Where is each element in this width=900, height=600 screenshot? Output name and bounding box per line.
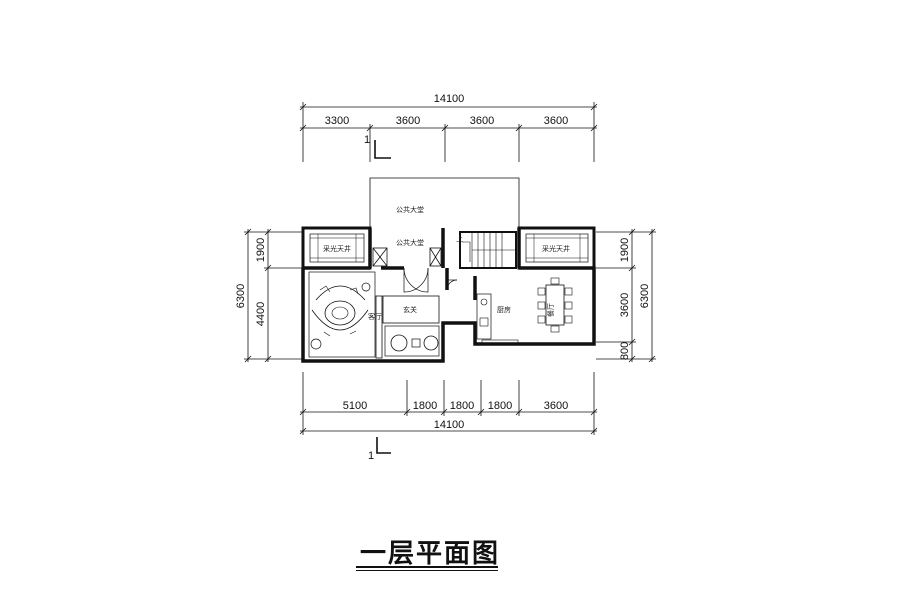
section-label-bottom: 1 (368, 450, 374, 462)
title-underline (356, 566, 498, 568)
public-hall-outline (369, 177, 520, 228)
left-dimension-lines (244, 228, 302, 363)
top-dimension-4: 3600 (544, 115, 568, 127)
bottom-total-dimension: 14100 (434, 419, 465, 431)
service-shafts (372, 247, 442, 267)
right-dimension-2: 3600 (619, 293, 631, 317)
top-dimension-3: 3600 (470, 115, 494, 127)
living-room (308, 271, 383, 359)
room-label-hall-lower: 公共大堂 (396, 238, 424, 247)
left-dimension-1: 1900 (255, 238, 267, 262)
bottom-dimension-3: 1800 (450, 400, 474, 412)
bottom-dimension-2: 1800 (413, 400, 437, 412)
bottom-dimension-4: 1800 (488, 400, 512, 412)
doors (403, 267, 458, 293)
top-dimension-1: 3300 (325, 115, 349, 127)
light-well-left (301, 226, 372, 270)
top-dimension-2: 3600 (396, 115, 420, 127)
kitchen (476, 293, 519, 345)
left-dimension-2: 4400 (255, 302, 267, 326)
section-mark-top (374, 140, 391, 159)
dining-room (537, 277, 573, 333)
room-label-dining: 餐厅 (546, 303, 555, 317)
room-label-hall-upper: 公共大堂 (396, 205, 424, 214)
top-total-dimension: 14100 (434, 93, 465, 105)
bottom-dimension-5: 3600 (544, 400, 568, 412)
room-label-living: 客厅 (368, 312, 382, 321)
room-label-light-well-right: 采光天井 (542, 244, 570, 253)
room-label-light-well-left: 采光天井 (323, 244, 351, 253)
right-total-dimension: 6300 (639, 284, 651, 308)
room-label-kitchen: 厨房 (497, 305, 511, 314)
staircase (459, 231, 517, 269)
entry-hall (382, 295, 440, 357)
top-dimension-lines (299, 102, 598, 162)
right-dimension-1: 1900 (619, 238, 631, 262)
bottom-dimension-1: 5100 (343, 400, 367, 412)
drawing-title: 一层平面图 (360, 539, 501, 569)
right-dimension-3: 800 (619, 342, 631, 360)
right-dimension-lines (596, 228, 656, 363)
section-mark-bottom (376, 437, 391, 454)
bottom-dimension-lines (299, 372, 598, 435)
light-well-right (517, 226, 596, 270)
title-underline-thin (356, 570, 498, 571)
stair-up-label: 上 (456, 234, 463, 243)
section-label-top: 1 (364, 134, 370, 146)
room-label-entry: 玄关 (403, 305, 417, 314)
left-total-dimension: 6300 (235, 284, 247, 308)
